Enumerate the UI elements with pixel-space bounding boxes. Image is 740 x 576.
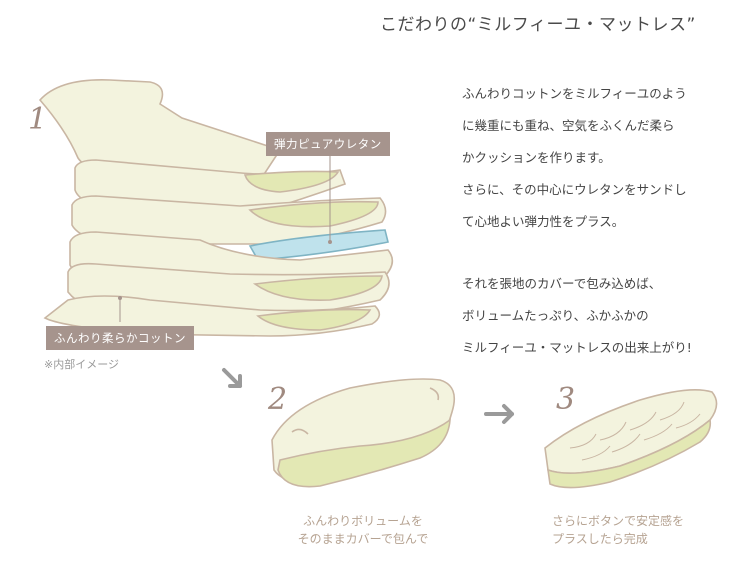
step3-caption: さらにボタンで安定感を プラスしたら完成: [552, 512, 722, 548]
urethane-label: 弾力ピュアウレタン: [266, 132, 390, 156]
step2-caption-line: ふんわりボリュームを: [303, 514, 423, 528]
arrow-right-icon: [484, 404, 514, 424]
description-line: ふんわりコットンをミルフィーユのよう: [462, 86, 687, 101]
description: ふんわりコットンをミルフィーユのよう に幾重にも重ね、空気をふくんだ柔ら かクッ…: [462, 78, 732, 364]
step3-caption-line: さらにボタンで安定感を: [552, 514, 685, 528]
urethane-pointer-dot: [328, 240, 332, 244]
urethane-layer: [248, 229, 389, 261]
step2-caption: ふんわりボリュームを そのままカバーで包んで: [278, 512, 448, 548]
cotton-layer-inner: [256, 308, 372, 331]
inner-image-note: ※内部イメージ: [44, 358, 119, 371]
cotton-layer-inner: [248, 200, 379, 228]
step2-caption-line: そのままカバーで包んで: [297, 532, 429, 546]
arrow-down-right-icon: [222, 368, 242, 388]
description-line: かクッションを作ります。: [462, 150, 611, 165]
description-line: ミルフィーユ・マットレスの出来上がり!: [462, 340, 692, 355]
description-line: ボリュームたっぷり、ふかふかの: [462, 308, 649, 323]
cotton-label: ふんわり柔らかコットン: [46, 326, 194, 350]
description-line: さらに、その中心にウレタンをサンドし: [462, 182, 687, 197]
cotton-pointer-dot: [118, 296, 122, 300]
description-line: て心地よい弾力性をプラス。: [462, 214, 625, 229]
cotton-layer-inner: [252, 275, 383, 301]
step3-caption-line: プラスしたら完成: [552, 532, 648, 546]
step-number-1: 1: [28, 102, 48, 137]
description-line: それを張地のカバーで包み込めば、: [462, 276, 662, 291]
description-line: に幾重にも重ね、空気をふくんだ柔ら: [462, 118, 675, 133]
step-number-2: 2: [268, 382, 288, 417]
wrapped-cushion-illustration: [271, 378, 456, 488]
cotton-layer-inner: [243, 170, 340, 193]
step-number-3: 3: [556, 382, 576, 417]
tufted-mattress-illustration: [544, 388, 718, 489]
page-title: こだわりの“ミルフィーユ・マットレス”: [380, 15, 696, 35]
mattress-layer-stack-illustration: [38, 79, 394, 337]
